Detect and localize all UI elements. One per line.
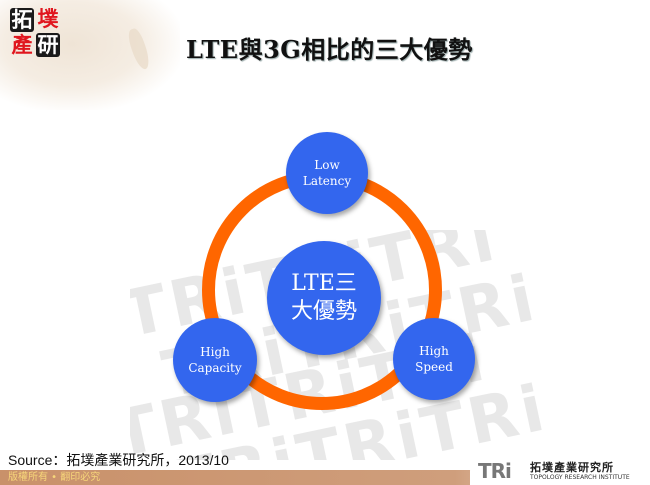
logo-char: 墣 <box>37 7 59 31</box>
logo-char: 研 <box>36 33 60 57</box>
copyright-notice: 版權所有 • 翻印必究 <box>8 472 101 483</box>
org-name-english: TOPOLOGY RESEARCH INSTITUTE <box>530 474 630 481</box>
tri-logo-mark: TRi <box>478 459 512 483</box>
footer-logo-panel <box>470 457 650 485</box>
slide-title: LTE與3G相比的三大優勢 <box>186 35 473 64</box>
source-citation: Source：拓墣產業研究所，2013/10 <box>8 452 229 468</box>
logo-char: 拓 <box>10 8 34 32</box>
center-node-lte-advantages: LTE三 大優勢 <box>267 241 381 355</box>
node-low-latency: Low Latency <box>286 132 368 214</box>
node-high-capacity: High Capacity <box>173 318 257 402</box>
logo-char: 產 <box>11 33 33 57</box>
tri-brand-logo: 拓 墣 產 研 <box>10 7 62 58</box>
node-high-speed: High Speed <box>393 318 475 400</box>
org-name-chinese: 拓墣產業研究所 <box>530 461 614 474</box>
